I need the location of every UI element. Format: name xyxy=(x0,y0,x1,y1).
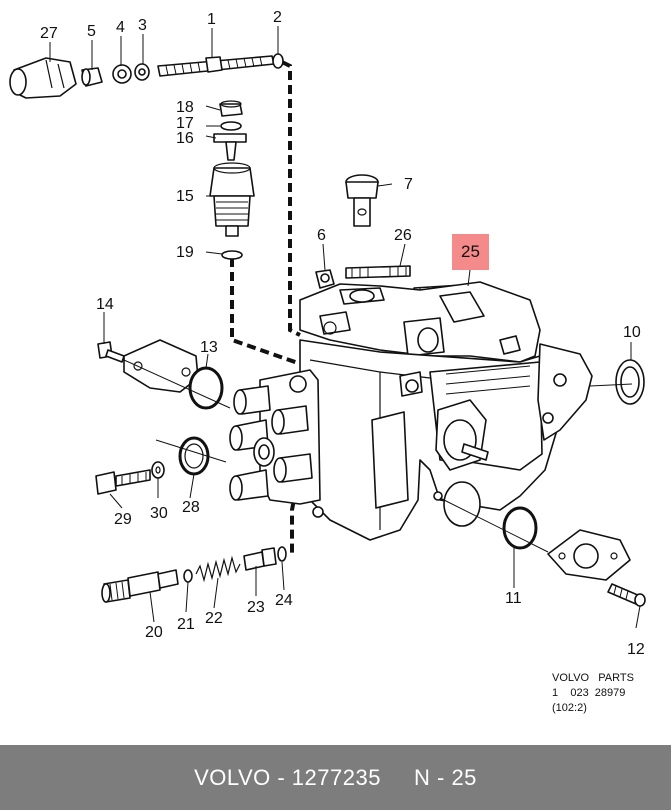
label-2: 2 xyxy=(273,9,282,26)
part-24-washer xyxy=(277,546,287,562)
highlighted-part-label: 25 xyxy=(461,242,480,261)
cover-plate xyxy=(123,339,199,393)
return-line-left xyxy=(230,258,320,380)
cover-plate-right xyxy=(547,529,631,581)
part-21-washer xyxy=(183,569,193,583)
part-2-o-ring xyxy=(272,53,284,69)
footer-part-number: VOLVO - 1277235 N - 25 xyxy=(194,765,477,790)
label-21: 21 xyxy=(177,616,195,633)
part-15-stop-solenoid xyxy=(209,162,255,237)
part-14-screw xyxy=(97,341,125,363)
part-30-washer xyxy=(151,461,165,479)
catalog-reference: VOLVO PARTS 1 023 28979 (102:2) xyxy=(552,671,634,716)
part-10-seal xyxy=(615,359,645,405)
pump-body xyxy=(229,281,593,541)
label-17: 17 xyxy=(176,115,194,132)
part-17-washer xyxy=(220,121,242,131)
label-27: 27 xyxy=(40,25,58,42)
part-22-spring xyxy=(195,555,241,583)
callout-labels: 27 5 4 3 1 2 18 17 16 15 19 7 6 26 10 14… xyxy=(40,9,645,658)
label-7: 7 xyxy=(404,176,413,193)
label-19: 19 xyxy=(176,244,194,261)
label-1: 1 xyxy=(207,11,216,28)
catalog-line-2: 1 023 28979 xyxy=(552,687,626,699)
label-30: 30 xyxy=(150,505,168,522)
part-26-stud xyxy=(345,265,411,279)
label-4: 4 xyxy=(116,19,125,36)
label-6: 6 xyxy=(317,227,326,244)
label-15: 15 xyxy=(176,188,194,205)
part-3-washer xyxy=(134,63,150,81)
part-19-o-ring xyxy=(221,250,243,260)
return-line-top xyxy=(281,60,301,337)
label-10: 10 xyxy=(623,324,641,341)
part-12-screw xyxy=(607,583,646,607)
catalog-line-1: VOLVO PARTS xyxy=(552,672,634,684)
label-26: 26 xyxy=(394,227,412,244)
part-11-o-ring xyxy=(502,506,538,550)
part-28-o-ring xyxy=(178,436,210,476)
label-24: 24 xyxy=(275,592,293,609)
label-16: 16 xyxy=(176,130,194,147)
label-23: 23 xyxy=(247,599,265,616)
label-22: 22 xyxy=(205,610,223,627)
part-29-bolt xyxy=(95,469,151,495)
leader-lines xyxy=(49,26,641,629)
part-23-valve xyxy=(243,547,277,571)
part-4-washer xyxy=(112,64,132,84)
part-6-nut xyxy=(315,269,335,289)
label-20: 20 xyxy=(145,624,163,641)
footer-bar: VOLVO - 1277235 N - 25 xyxy=(0,745,671,810)
part-27-connector xyxy=(9,57,77,99)
label-18: 18 xyxy=(176,99,194,116)
part-7-banjo-bolt xyxy=(345,174,379,227)
highlight-box xyxy=(452,234,489,270)
label-5: 5 xyxy=(87,23,96,40)
catalog-line-3: (102:2) xyxy=(552,702,587,714)
label-3: 3 xyxy=(138,17,147,34)
label-13: 13 xyxy=(200,339,218,356)
part-20-fitting xyxy=(101,569,179,603)
label-28: 28 xyxy=(182,499,200,516)
part-1-adjusting-screw xyxy=(157,55,275,77)
label-14: 14 xyxy=(96,296,114,313)
part-18-nut xyxy=(219,100,243,117)
label-29: 29 xyxy=(114,511,132,528)
label-11: 11 xyxy=(505,590,522,607)
exploded-parts-diagram: 27 5 4 3 1 2 18 17 16 15 19 7 6 26 10 14… xyxy=(9,9,646,658)
label-12: 12 xyxy=(627,641,645,658)
part-16-terminal xyxy=(213,133,247,161)
part-5-nut xyxy=(81,67,103,87)
